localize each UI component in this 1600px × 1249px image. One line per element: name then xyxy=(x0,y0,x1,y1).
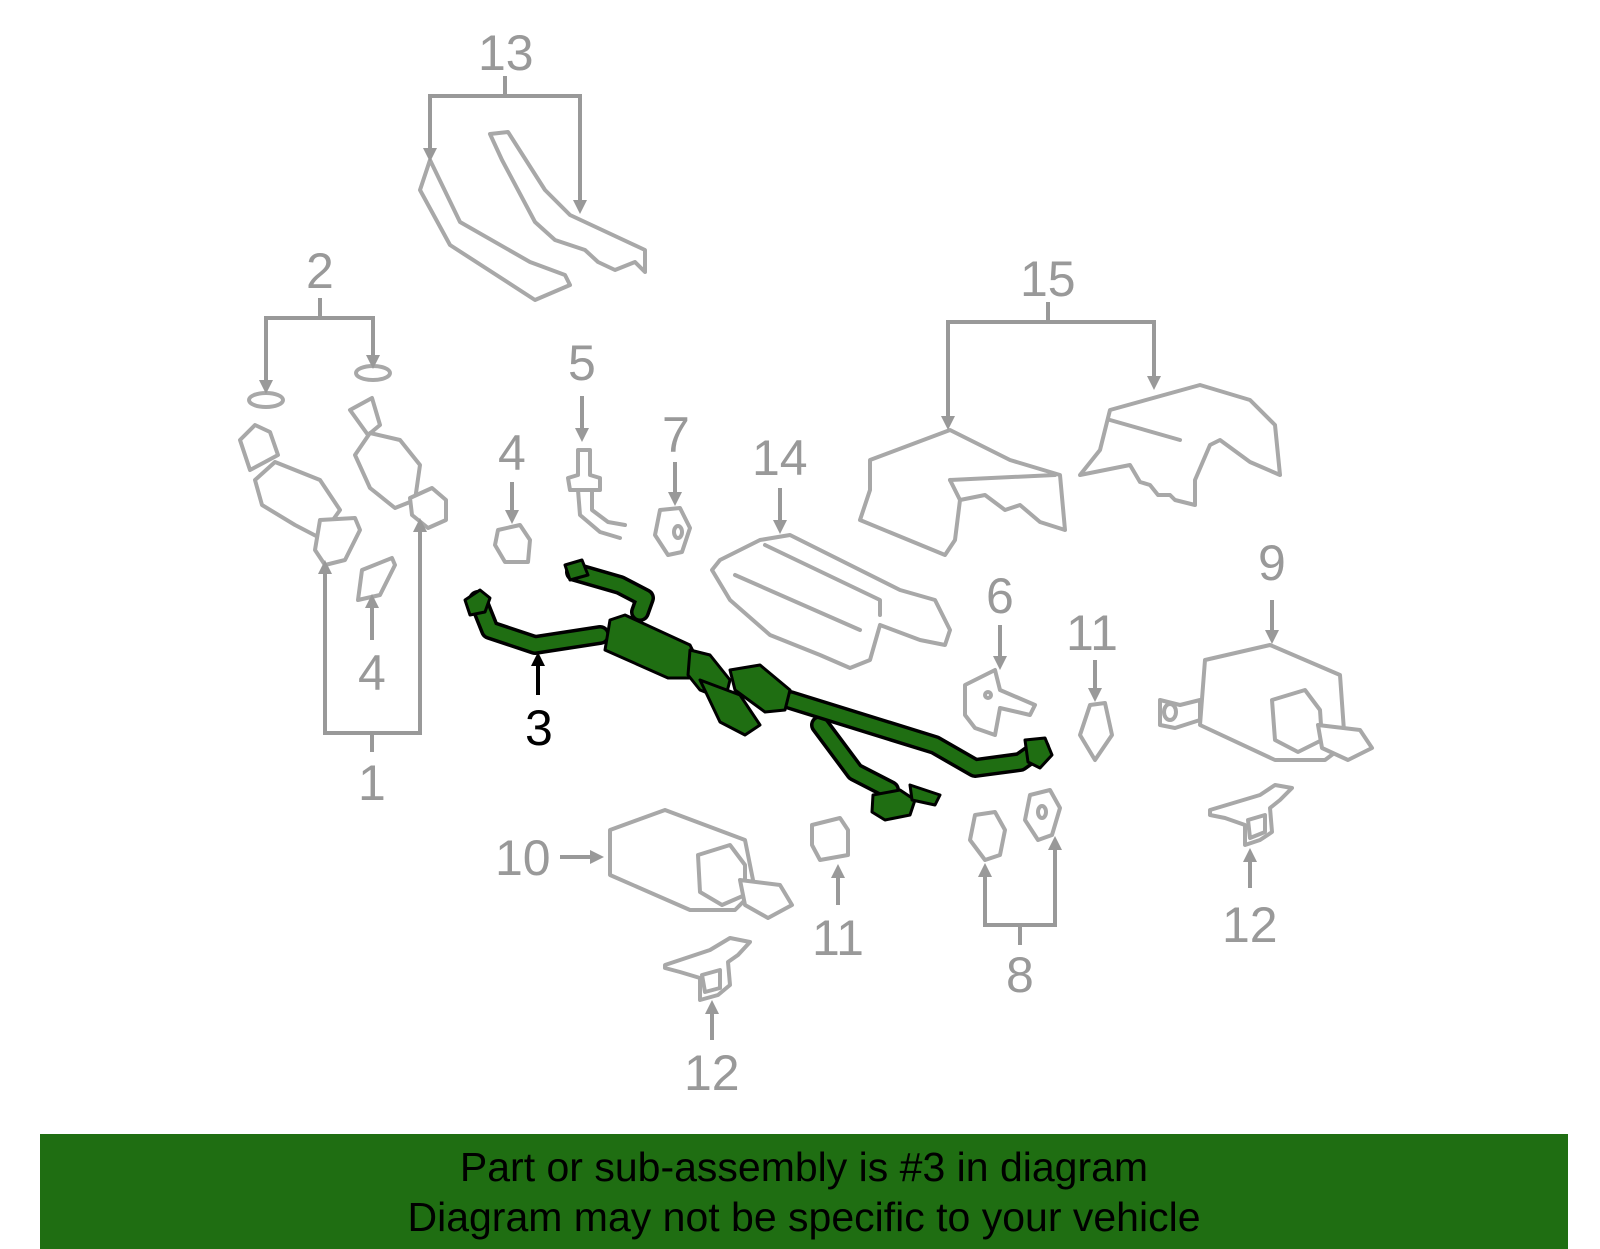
callout-11a: 11 xyxy=(812,910,864,966)
info-banner: Part or sub-assembly is #3 in diagram Di… xyxy=(40,1134,1568,1249)
part-12-hanger-right xyxy=(1208,783,1294,847)
callout-8: 8 xyxy=(1006,947,1034,1003)
callout-10-leader xyxy=(560,850,604,864)
part-4-gasket-upper xyxy=(493,523,532,564)
callout-2-leader xyxy=(259,298,380,394)
part-14-heat-shield xyxy=(710,533,952,670)
part-10-muffler xyxy=(608,808,794,920)
callout-15-leader xyxy=(941,302,1161,430)
callout-2: 2 xyxy=(306,243,334,299)
callout-11b-leader xyxy=(1088,660,1102,702)
callout-1-leader xyxy=(318,518,427,752)
banner-line-2: Diagram may not be specific to your vehi… xyxy=(407,1193,1201,1240)
part-1-catalytic-converter-right xyxy=(348,396,448,530)
callout-4b: 4 xyxy=(358,645,386,701)
callout-11a-leader xyxy=(831,864,845,905)
part-9-muffler xyxy=(1158,643,1374,762)
callout-5-leader xyxy=(575,396,589,442)
callout-7-leader xyxy=(668,462,682,506)
callout-3: 3 xyxy=(525,700,553,756)
banner-line-1: Part or sub-assembly is #3 in diagram xyxy=(459,1143,1149,1190)
callout-12b: 12 xyxy=(1222,897,1278,953)
part-3-exhaust-pipe xyxy=(463,558,1054,822)
part-4-gasket-lower xyxy=(356,556,397,602)
part-7-hanger xyxy=(653,506,692,557)
callout-7: 7 xyxy=(662,407,690,463)
callout-14-leader xyxy=(773,488,787,534)
part-15-heat-shields xyxy=(858,383,1282,557)
part-1-catalytic-converter-left xyxy=(238,423,362,567)
callout-12a-leader xyxy=(705,1000,719,1040)
callout-11b: 11 xyxy=(1066,605,1118,661)
part-11-gasket-upper xyxy=(1078,701,1114,762)
callout-15: 15 xyxy=(1020,251,1076,307)
callout-9: 9 xyxy=(1258,535,1286,591)
part-12-hanger-left xyxy=(663,936,752,1002)
callout-4b-leader xyxy=(365,594,379,640)
part-8-hangers xyxy=(968,788,1062,862)
part-11-gasket-lower xyxy=(810,816,850,862)
callout-12a: 12 xyxy=(684,1045,740,1101)
callout-5: 5 xyxy=(568,335,596,391)
callout-9-leader xyxy=(1265,600,1279,644)
callout-4a-leader xyxy=(505,482,519,524)
callout-3-leader xyxy=(531,652,545,695)
callout-13: 13 xyxy=(478,25,534,81)
part-13-heat-shields xyxy=(418,130,647,302)
callout-8-leader xyxy=(978,836,1062,945)
callout-12b-leader xyxy=(1243,848,1257,888)
callout-6-leader xyxy=(993,625,1007,670)
callout-13-leader xyxy=(423,76,587,214)
callout-4a: 4 xyxy=(498,425,526,481)
callout-1: 1 xyxy=(358,755,386,811)
callout-6: 6 xyxy=(986,568,1014,624)
callout-10: 10 xyxy=(495,830,551,886)
callout-14: 14 xyxy=(752,430,808,486)
part-6-bracket xyxy=(963,668,1037,737)
part-5-sensor-pipe xyxy=(566,448,627,540)
